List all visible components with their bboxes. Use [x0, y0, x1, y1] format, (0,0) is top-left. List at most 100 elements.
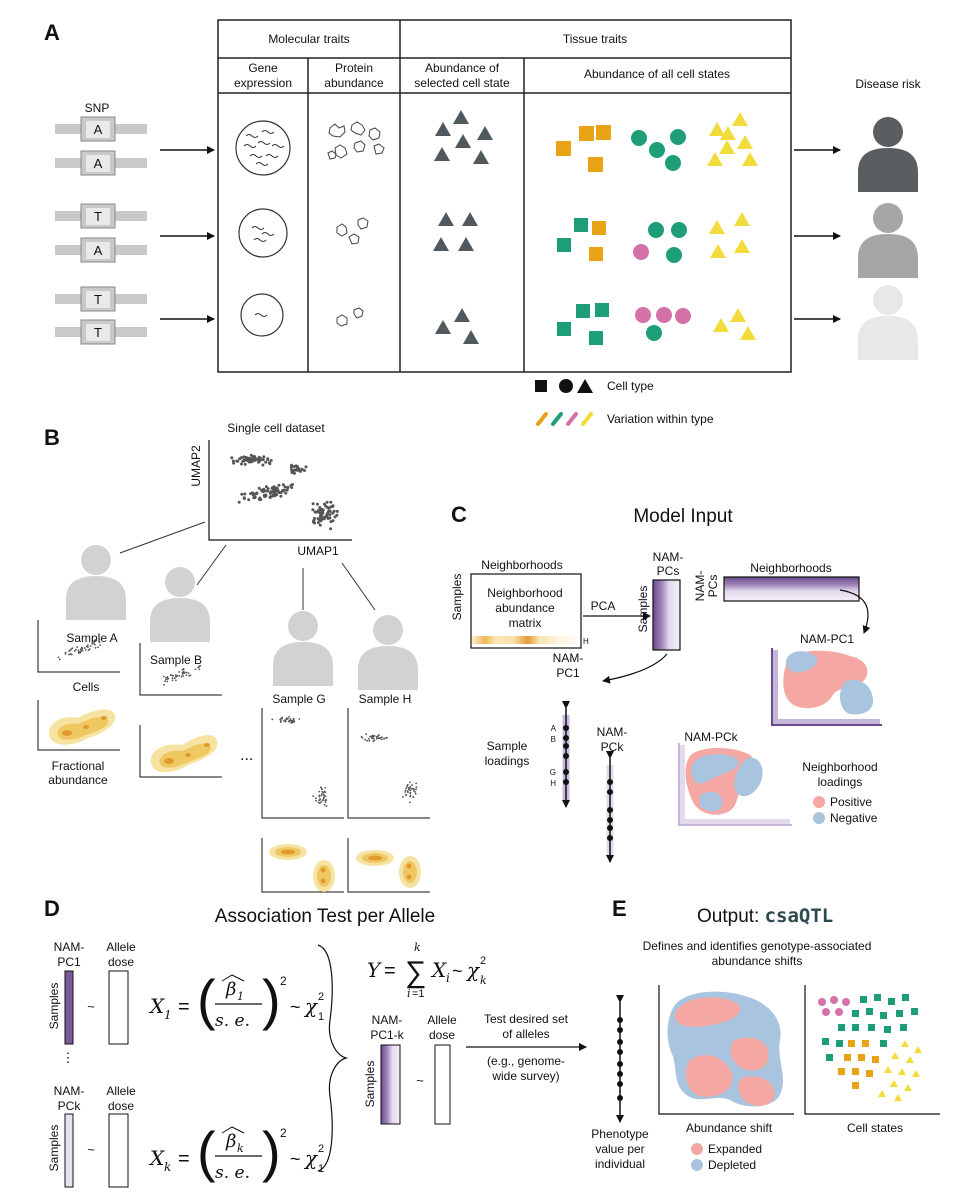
nam-pcs-vert-label-1: NAM- [693, 571, 707, 602]
scatter-point [182, 670, 185, 673]
umap-points [230, 453, 339, 531]
scatter-point [365, 733, 368, 736]
svg-text:~: ~ [290, 1149, 301, 1169]
scatter-point [247, 498, 251, 502]
scatter-point [411, 784, 413, 786]
svg-text:∑: ∑ [405, 956, 426, 989]
scatter-point [282, 488, 286, 492]
panel-label-b: B [44, 425, 60, 450]
scatter-point [317, 511, 321, 514]
scatter-point [84, 649, 87, 651]
svg-text:2: 2 [280, 974, 287, 988]
cell-type-legend: Cell type [535, 379, 654, 393]
scatter-point [99, 644, 102, 646]
loading-letter-h: H [550, 779, 556, 788]
scatter-point [298, 718, 301, 720]
allele-r2-bottom: A [94, 243, 103, 258]
scatter-point [253, 492, 257, 496]
scatter-point [91, 642, 94, 644]
scatter-point [251, 455, 255, 459]
d-allele-vector-2 [108, 1113, 129, 1188]
d-nam-pc1k-label-1: NAM- [372, 1013, 403, 1027]
sample-connectors [119, 521, 376, 611]
scatter-point [70, 653, 73, 656]
scatter-point [315, 797, 317, 800]
scatter-point [412, 796, 415, 799]
test-label-1: Test desired set [484, 1012, 569, 1026]
svg-text:1: 1 [237, 990, 244, 1003]
scatter-point [413, 790, 415, 792]
scatter-point [319, 802, 321, 805]
scatter-point [414, 791, 416, 793]
svg-text:k: k [480, 974, 487, 987]
allele-r1-bottom: A [94, 156, 103, 171]
sample-g-label: Sample G [272, 692, 325, 706]
scatter-point [318, 523, 322, 527]
d-allele-dose-1-a: Allele [106, 940, 136, 954]
umap1-label: UMAP1 [297, 544, 339, 558]
scatter-point [187, 672, 190, 674]
scatter-point [262, 493, 266, 497]
d-nam-pc1-label-2: PC1 [57, 955, 81, 969]
d-nam-pck-label-2: PCk [58, 1099, 82, 1113]
map-pck-label: NAM-PCk [684, 730, 738, 744]
svg-text:): ) [262, 968, 281, 1031]
genotype-arrows [160, 146, 841, 323]
scatter-point [314, 510, 318, 514]
scatter-point [320, 794, 323, 797]
sample-g-axes [261, 708, 344, 893]
d-samples-label-3: Samples [363, 1061, 377, 1108]
cell-states-row-3 [557, 303, 756, 345]
scatter-point [162, 675, 165, 678]
svg-text:=: = [178, 996, 190, 1018]
expanded-label: Expanded [708, 1142, 762, 1156]
d-tilde-2: ~ [87, 1142, 95, 1157]
scatter-point [290, 486, 294, 489]
equation-y: Y = ∑ k i =1 X i ~ χ 2 k [367, 941, 487, 1000]
sample-h-axes [347, 708, 430, 893]
scatter-point [409, 786, 412, 788]
scatter-point [176, 675, 178, 677]
gene-expression-cells [235, 120, 291, 337]
fractional-label-2: abundance [48, 773, 108, 787]
protein-abundance-header-2: abundance [324, 76, 384, 90]
scatter-point [413, 788, 415, 791]
association-title: Association Test per Allele [215, 906, 435, 927]
scatter-point [323, 796, 325, 799]
scatter-point [277, 491, 281, 495]
scatter-point [409, 792, 412, 795]
scatter-point [324, 801, 327, 804]
scatter-point [329, 500, 333, 504]
allele-r3-bottom: T [94, 325, 102, 340]
abundance-shift-label: Abundance shift [686, 1121, 773, 1135]
scatter-point [360, 735, 363, 738]
matrix-row-H [472, 636, 580, 644]
sample-loadings-arrow [602, 653, 668, 684]
sample-loadings-pck-axis [606, 751, 614, 863]
snp-pair-row-2: T A [55, 203, 147, 263]
dataset-title: Single cell dataset [227, 421, 325, 435]
nam-pcs-label-1: NAM- [653, 550, 684, 564]
scatter-point [323, 790, 326, 793]
scatter-point [281, 717, 284, 720]
scatter-point [87, 644, 89, 647]
d-nam-pc1-label-1: NAM- [54, 940, 85, 954]
d-tilde-1: ~ [87, 999, 95, 1014]
sample-g-density [269, 844, 335, 892]
loading-letter-b: B [551, 735, 556, 744]
d-nam-pc1k-label-2: PC1-k [370, 1028, 404, 1042]
scatter-point [325, 805, 328, 807]
scatter-point [300, 467, 304, 471]
scatter-point [372, 735, 375, 738]
scatter-point [335, 509, 339, 513]
selected-state-header-1: Abundance of [425, 61, 500, 75]
svg-text:β: β [225, 1131, 236, 1152]
scatter-point [77, 649, 80, 652]
scatter-point [368, 737, 370, 740]
scatter-point [279, 718, 282, 720]
scatter-point [295, 465, 299, 468]
survey-label-2: wide survey) [491, 1069, 559, 1083]
svg-text:X: X [148, 1146, 165, 1170]
scatter-point [89, 645, 92, 647]
scatter-point [68, 653, 70, 656]
